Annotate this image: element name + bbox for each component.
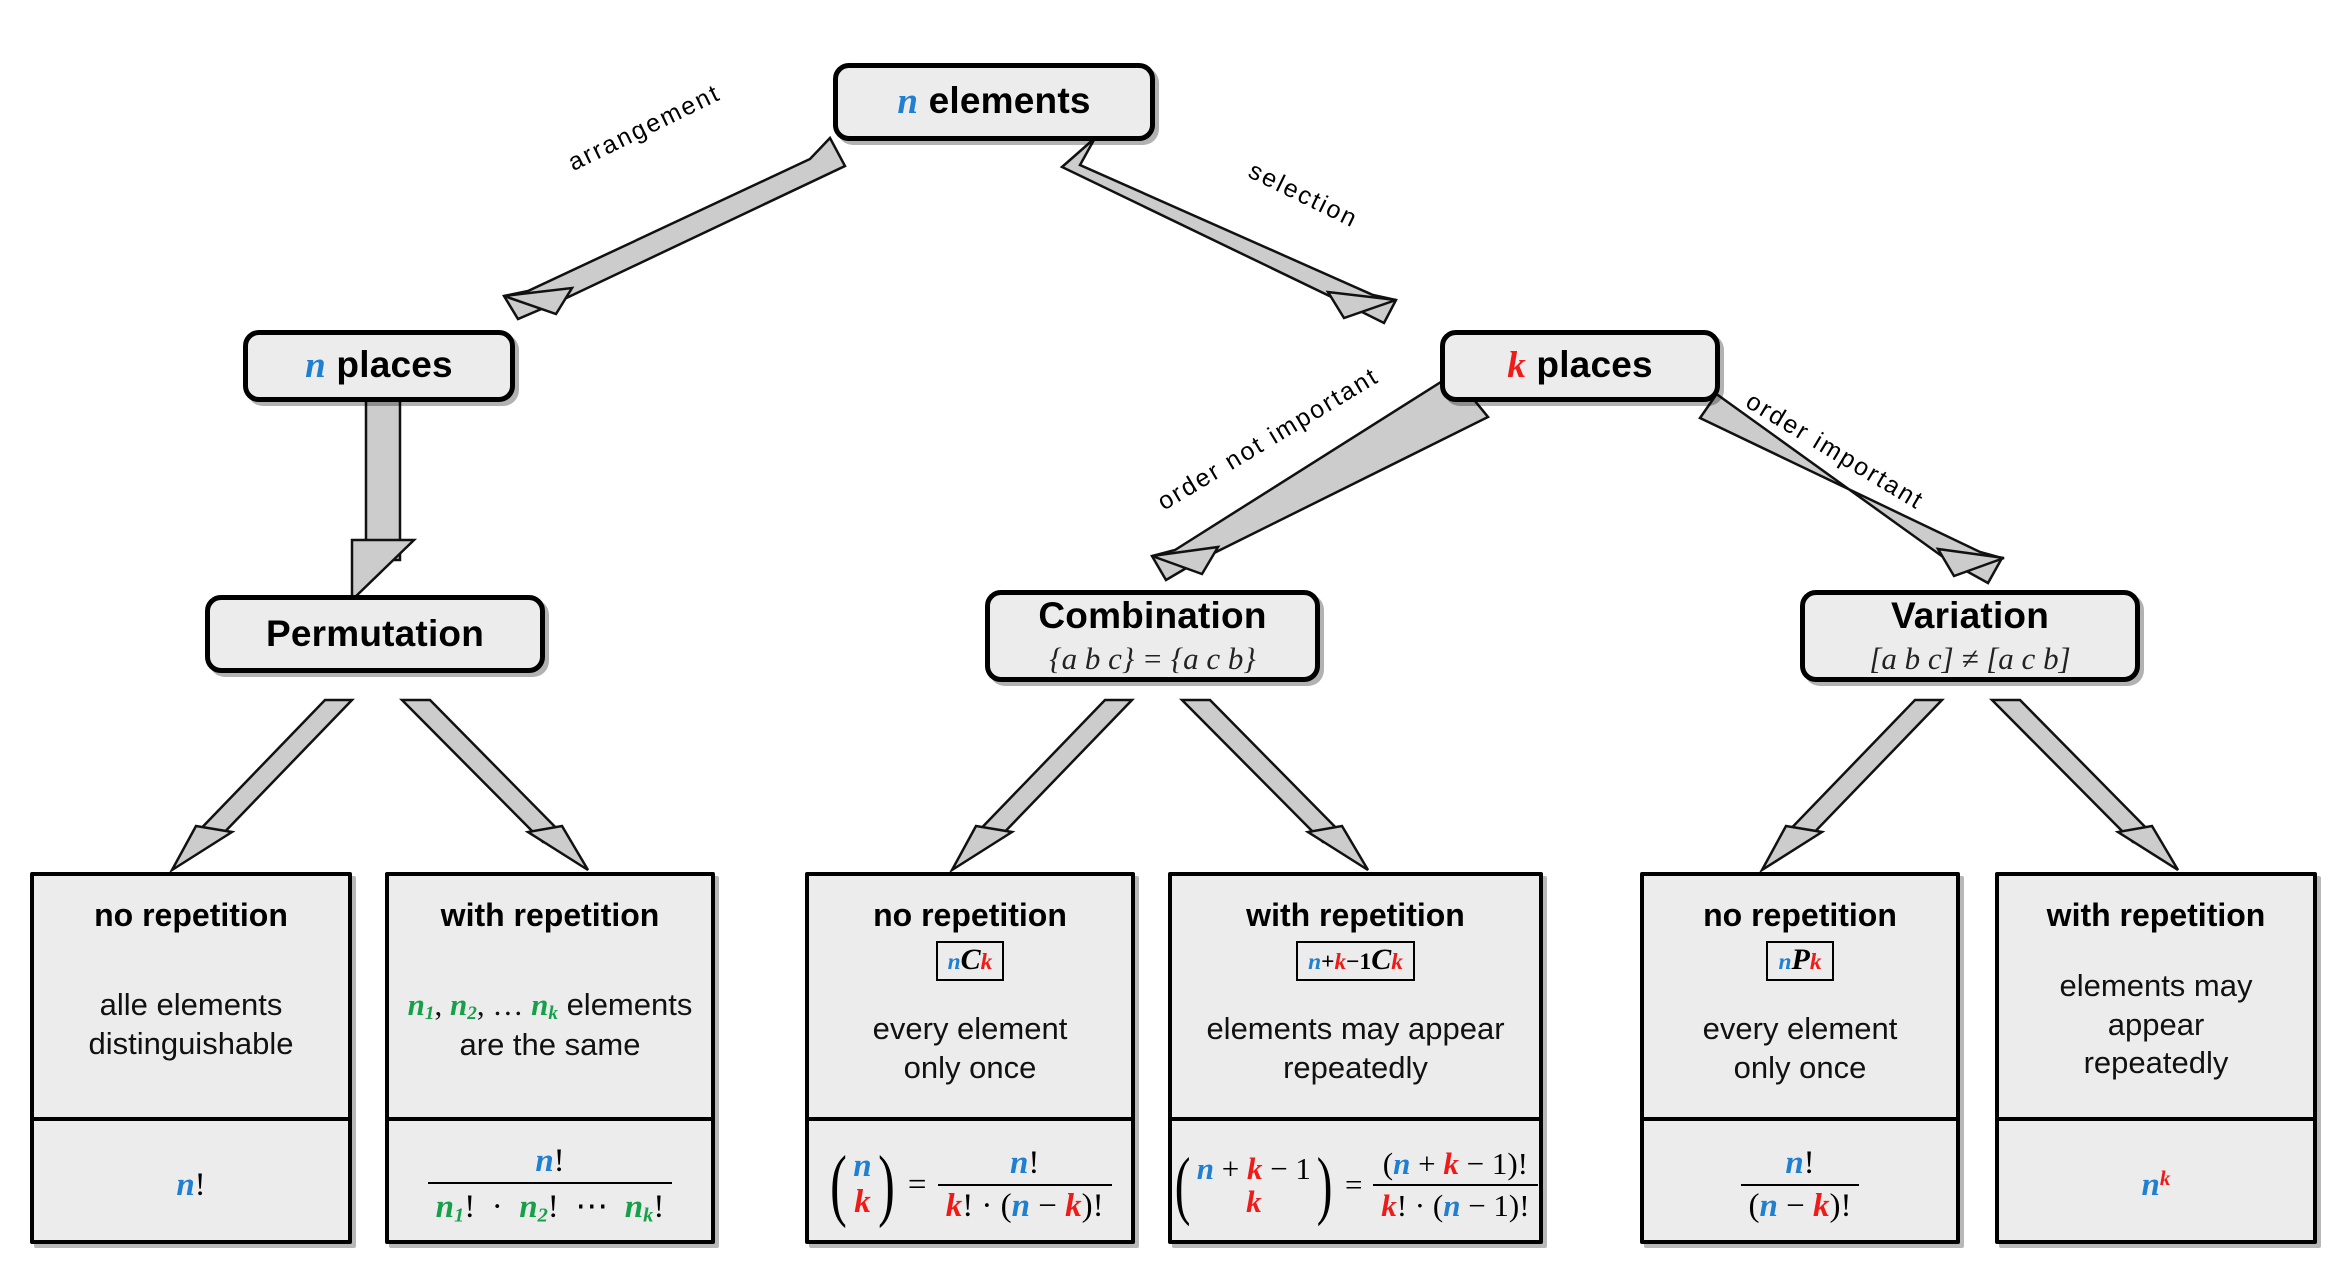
card-formula: n! n1! · n2! ⋯ nk! bbox=[389, 1121, 711, 1249]
card-header: no repetition bbox=[1703, 897, 1897, 933]
symbol-n: n bbox=[897, 81, 919, 123]
node-n-elements-title: n elements bbox=[897, 80, 1091, 123]
arrow-perm-right-head bbox=[524, 824, 590, 872]
node-k-places[interactable]: k places bbox=[1440, 330, 1720, 402]
node-n-places[interactable]: n places bbox=[243, 330, 515, 402]
node-n-places-title: n places bbox=[305, 344, 453, 387]
card-notation-nCk: nCk bbox=[935, 941, 1005, 982]
arrow-arrangement bbox=[502, 135, 847, 321]
arrow-var-left-head bbox=[1758, 824, 1826, 874]
card-formula: ( n + k − 1 k ) = (n + k − 1)! k! · (n −… bbox=[1172, 1121, 1539, 1249]
arrow-n-places-head bbox=[350, 538, 418, 603]
card-notation-nk1Ck: n+k−1Ck bbox=[1296, 941, 1415, 982]
arrow-order-important bbox=[1689, 373, 2004, 585]
node-variation-title: Variation bbox=[1890, 594, 2050, 636]
arrow-comb-left-head bbox=[948, 824, 1016, 874]
arrow-comb-right-head bbox=[1304, 824, 1370, 872]
arrow-perm-right bbox=[398, 698, 573, 844]
node-combination[interactable]: Combination {a b c} = {a c b} bbox=[985, 590, 1320, 682]
symbol-n: n bbox=[305, 345, 326, 387]
node-variation-subtitle: [a b c] ≠ [a c b] bbox=[1869, 640, 2071, 676]
node-combination-subtitle: {a b c} = {a c b} bbox=[1049, 640, 1256, 676]
card-header: no repetition bbox=[873, 897, 1067, 933]
arrow-perm-left-head bbox=[168, 824, 236, 874]
card-header: with repetition bbox=[2046, 897, 2266, 933]
node-n-elements[interactable]: n elements bbox=[833, 63, 1155, 141]
node-variation[interactable]: Variation [a b c] ≠ [a c b] bbox=[1800, 590, 2140, 682]
card-header: with repetition bbox=[440, 897, 660, 933]
arrow-order-important-head bbox=[1935, 547, 2005, 578]
symbol-k: k bbox=[1507, 345, 1526, 387]
arrow-var-right-head bbox=[2114, 824, 2180, 872]
arrow-arrangement-head bbox=[503, 286, 575, 316]
card-header: with repetition bbox=[1246, 897, 1465, 933]
card-top: with repetition n+k−1Ck elements may app… bbox=[1172, 876, 1539, 1121]
arrow-var-right bbox=[1988, 698, 2163, 844]
arrow-var-left bbox=[1775, 698, 1945, 844]
card-formula: n! bbox=[176, 1166, 206, 1203]
card-formula: n! (n − k)! bbox=[1644, 1121, 1956, 1249]
card-header: no repetition bbox=[94, 897, 288, 933]
node-combination-title: Combination bbox=[1038, 594, 1267, 636]
arrow-perm-left bbox=[185, 698, 355, 844]
arrow-comb-right bbox=[1178, 698, 1353, 844]
arrow-selection bbox=[1059, 137, 1398, 325]
card-notation-nPk: nPk bbox=[1766, 941, 1834, 982]
node-k-places-title: k places bbox=[1507, 344, 1653, 387]
node-permutation-title: Permutation bbox=[265, 612, 485, 654]
card-combination-with-repetition[interactable]: with repetition n+k−1Ck elements may app… bbox=[1168, 872, 1543, 1244]
arrow-comb-left bbox=[965, 698, 1135, 844]
arrow-order-not-important bbox=[1150, 373, 1490, 582]
arrow-order-not-important-head bbox=[1151, 545, 1221, 576]
node-permutation[interactable]: Permutation bbox=[205, 595, 545, 673]
arrow-n-places-to-permutation bbox=[364, 381, 402, 562]
arrow-selection-head bbox=[1325, 290, 1397, 320]
